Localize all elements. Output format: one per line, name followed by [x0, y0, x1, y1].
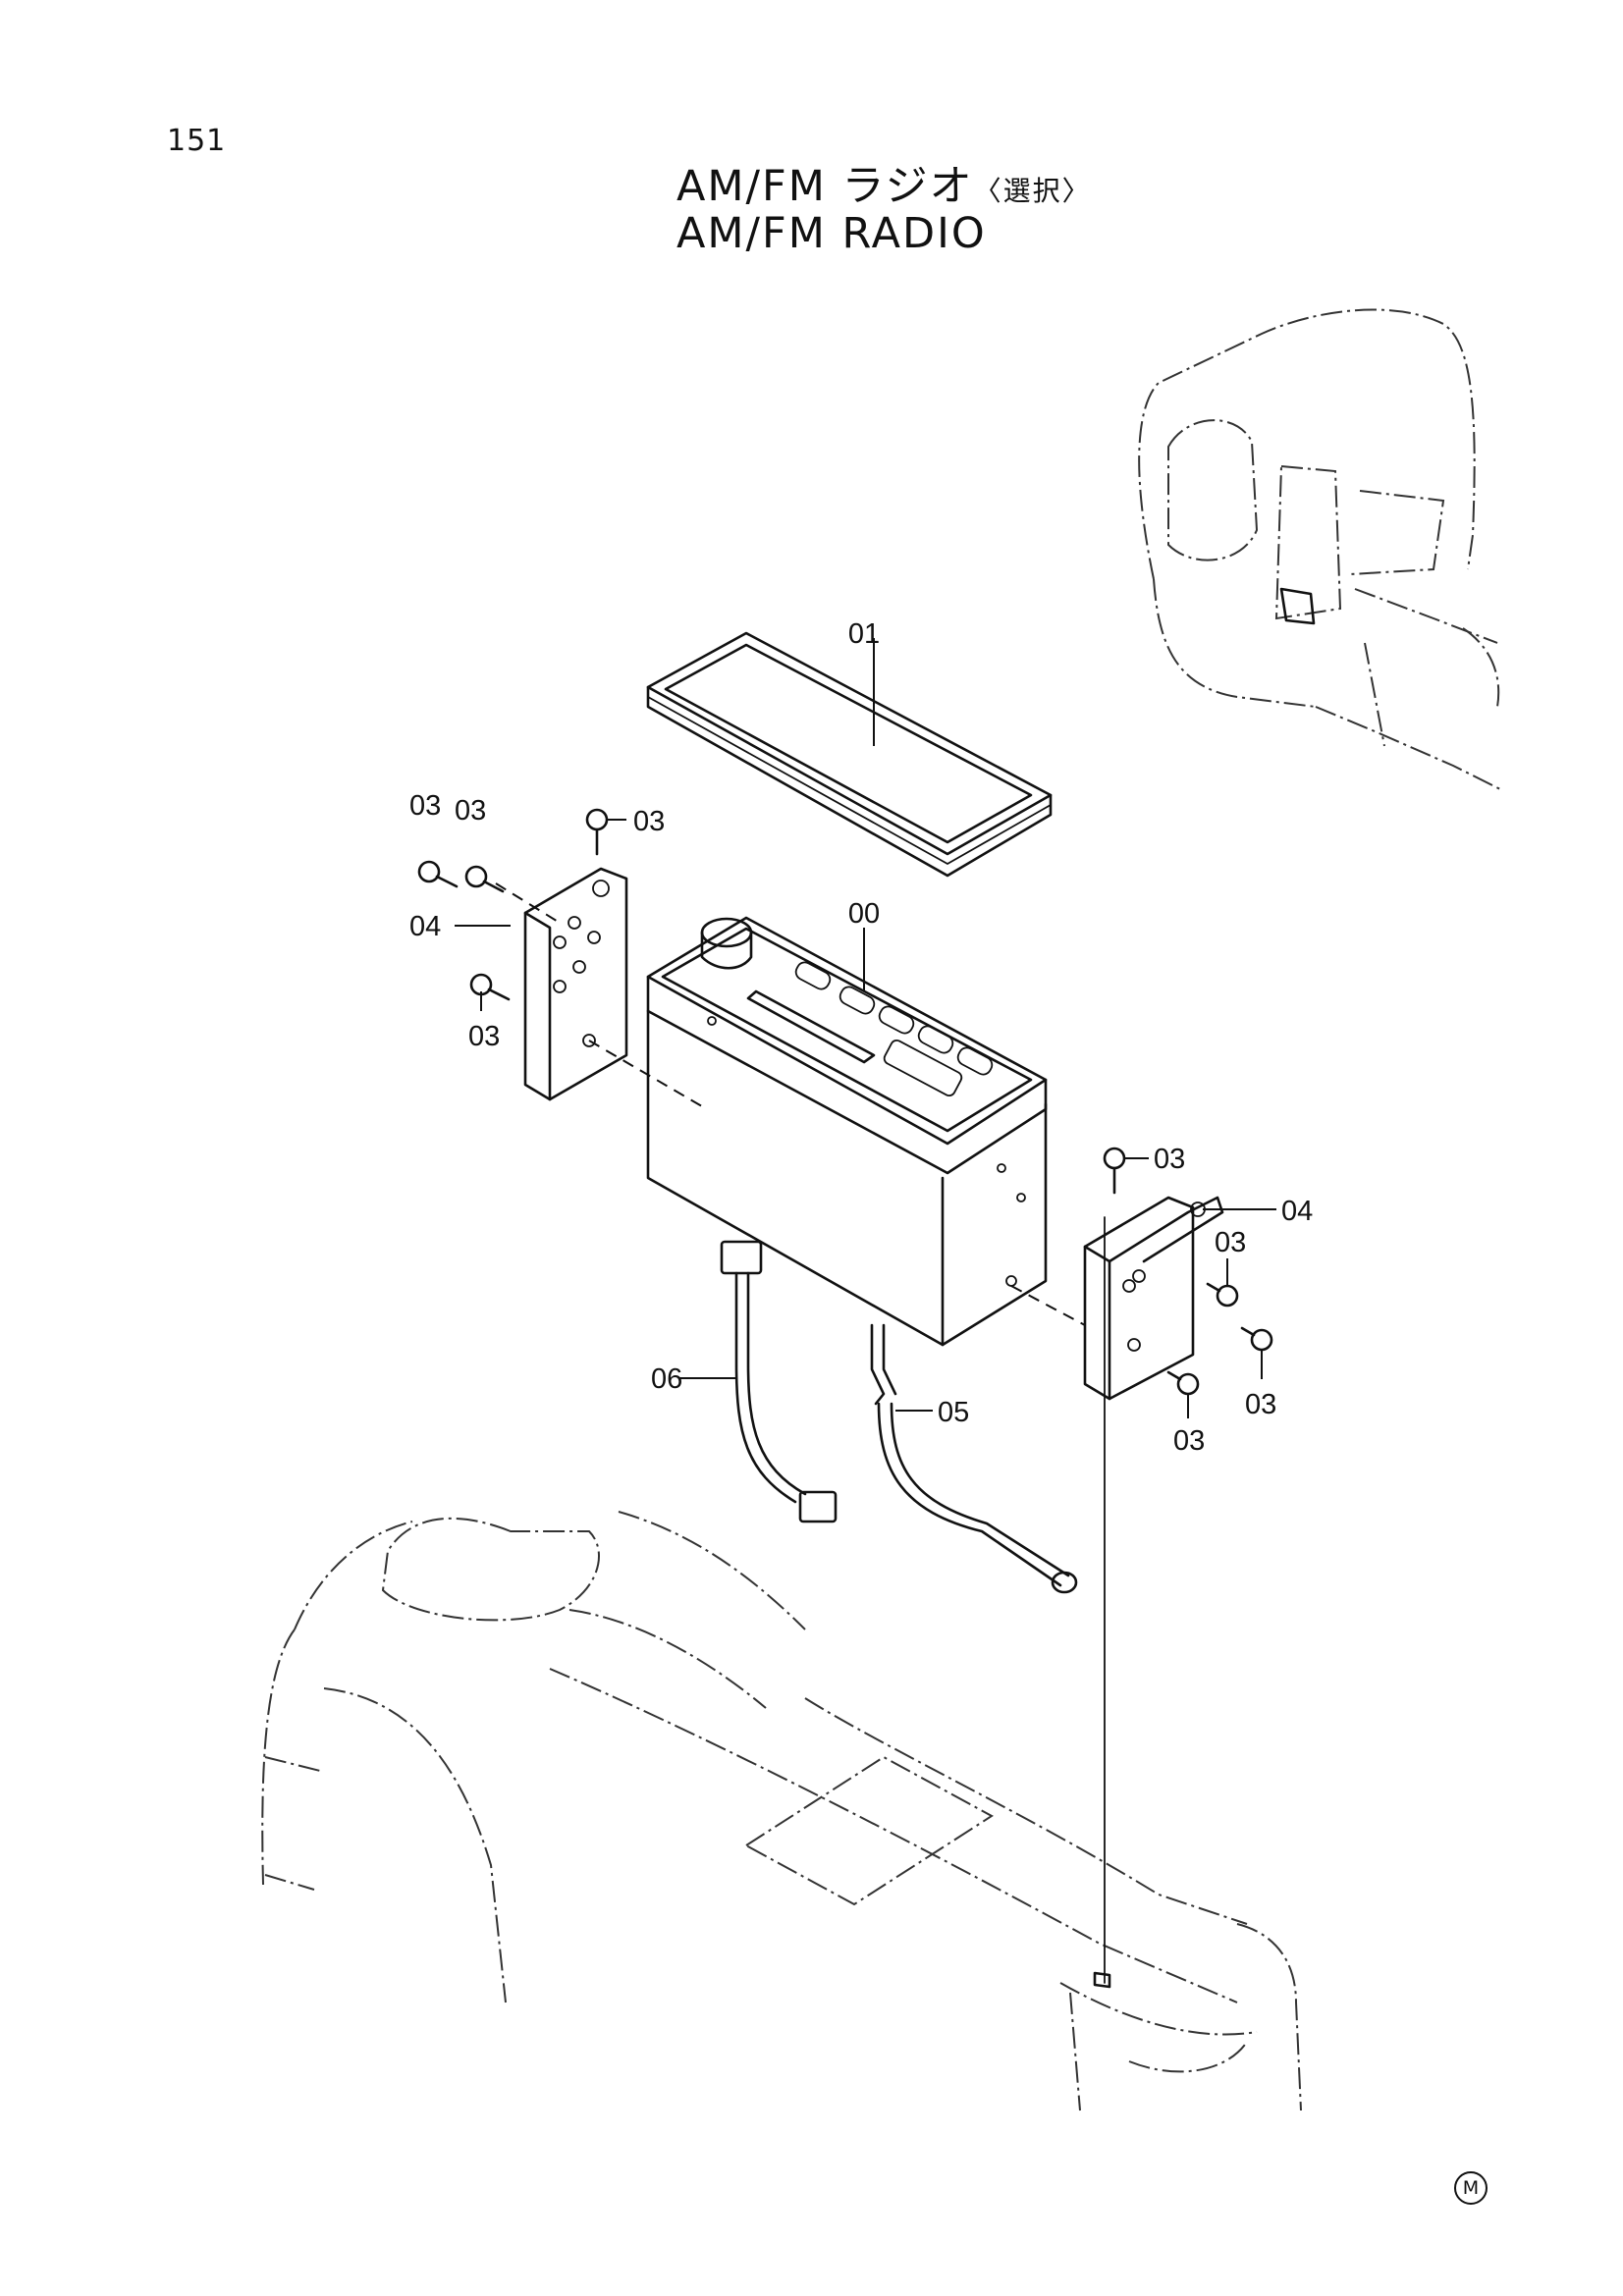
screw-2: [464, 865, 505, 893]
part-05-antenna-cable: [870, 1323, 1078, 1594]
callout-leaders: [455, 819, 1276, 1418]
callout-03-b: 03: [455, 795, 486, 827]
screw-1: [417, 860, 459, 888]
callout-03-e: 03: [1154, 1144, 1185, 1175]
part-00-radio-unit: [646, 916, 1048, 1347]
callout-04-left: 04: [409, 911, 441, 942]
callout-03-f: 03: [1215, 1227, 1246, 1258]
title-japanese-note: 〈選択〉: [973, 175, 1092, 207]
part-01-bezel-frame: [646, 631, 1053, 878]
callout-03-d: 03: [468, 1021, 500, 1052]
callout-03-a: 03: [409, 790, 441, 822]
cab-context-drawing: [1138, 308, 1503, 791]
part-04-left-bracket: [495, 867, 708, 1110]
part-06-wire-harness: [679, 1240, 838, 1523]
screw-5: [1103, 1147, 1126, 1195]
callout-00: 00: [848, 898, 880, 930]
screw-7: [1240, 1326, 1273, 1352]
console-context-drawing: [261, 1511, 1302, 2111]
callout-06: 06: [651, 1363, 682, 1395]
corner-mark: M: [1454, 2171, 1488, 2205]
callout-03-h: 03: [1173, 1425, 1205, 1457]
callout-04-right: 04: [1281, 1196, 1313, 1227]
screw-3: [585, 808, 609, 856]
part-03-screws: [417, 808, 1273, 1396]
title-japanese: AM/FM ラジオ〈選択〉: [676, 152, 1092, 213]
callout-01: 01: [848, 618, 880, 650]
screw-4: [469, 973, 511, 1001]
part-04-right-bracket: [1010, 1196, 1224, 1984]
screw-8: [1166, 1370, 1200, 1396]
title-japanese-main: AM/FM ラジオ: [676, 162, 974, 211]
title-english: AM/FM RADIO: [676, 209, 987, 258]
callout-03-g: 03: [1245, 1389, 1276, 1420]
callout-05: 05: [938, 1397, 969, 1428]
page-number: 151: [167, 124, 227, 158]
callout-03-c: 03: [633, 806, 665, 837]
screw-6: [1206, 1282, 1239, 1308]
